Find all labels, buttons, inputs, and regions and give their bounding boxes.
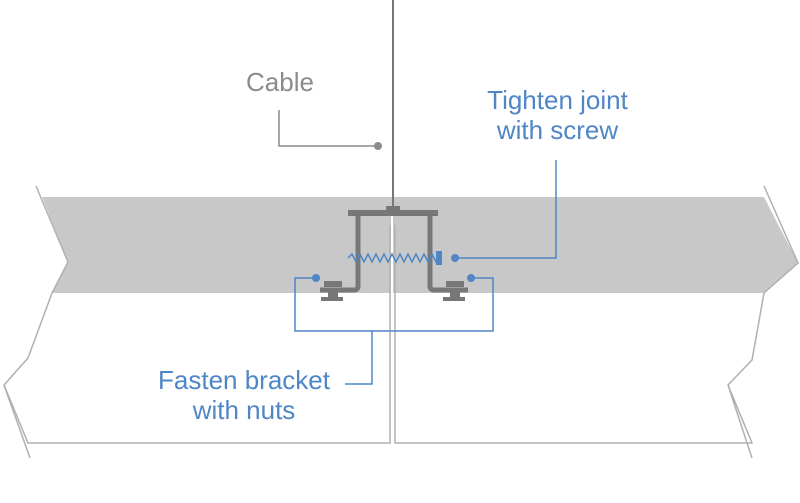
fasten-label: Fasten bracket with nuts (150, 365, 338, 426)
cable-leader (278, 110, 377, 147)
fasten-leader-dot-right (467, 274, 475, 282)
left-nut (321, 281, 343, 301)
fasten-label-line1: Fasten bracket (158, 365, 330, 395)
cable-label-text: Cable (246, 67, 314, 97)
tighten-label: Tighten joint with screw (470, 85, 645, 146)
tighten-leader (456, 160, 557, 259)
cable-clamp (386, 206, 400, 212)
left-panel-bottom-edge (3, 384, 31, 459)
right-nut (443, 281, 465, 301)
left-panel-outline (3, 185, 391, 444)
fasten-leader-stem (345, 331, 373, 385)
cable-leader-dot (374, 142, 382, 150)
bracket-top-plate (348, 210, 438, 216)
fasten-leader-left (294, 277, 494, 332)
right-panel-outline (394, 185, 799, 444)
panel-top-band (42, 197, 798, 293)
tighten-label-line2: with screw (496, 114, 619, 145)
right-panel-bottom-edge (727, 384, 753, 459)
tighten-label-line1: Tighten joint (487, 85, 628, 115)
bracket-body-right (427, 214, 468, 293)
tighten-leader-dot (451, 254, 459, 262)
fasten-leader-dot-left (312, 274, 320, 282)
fasten-label-line2: with nuts (192, 394, 296, 425)
bracket-body (320, 214, 361, 293)
screw (347, 251, 442, 265)
cable-label: Cable (228, 67, 332, 98)
